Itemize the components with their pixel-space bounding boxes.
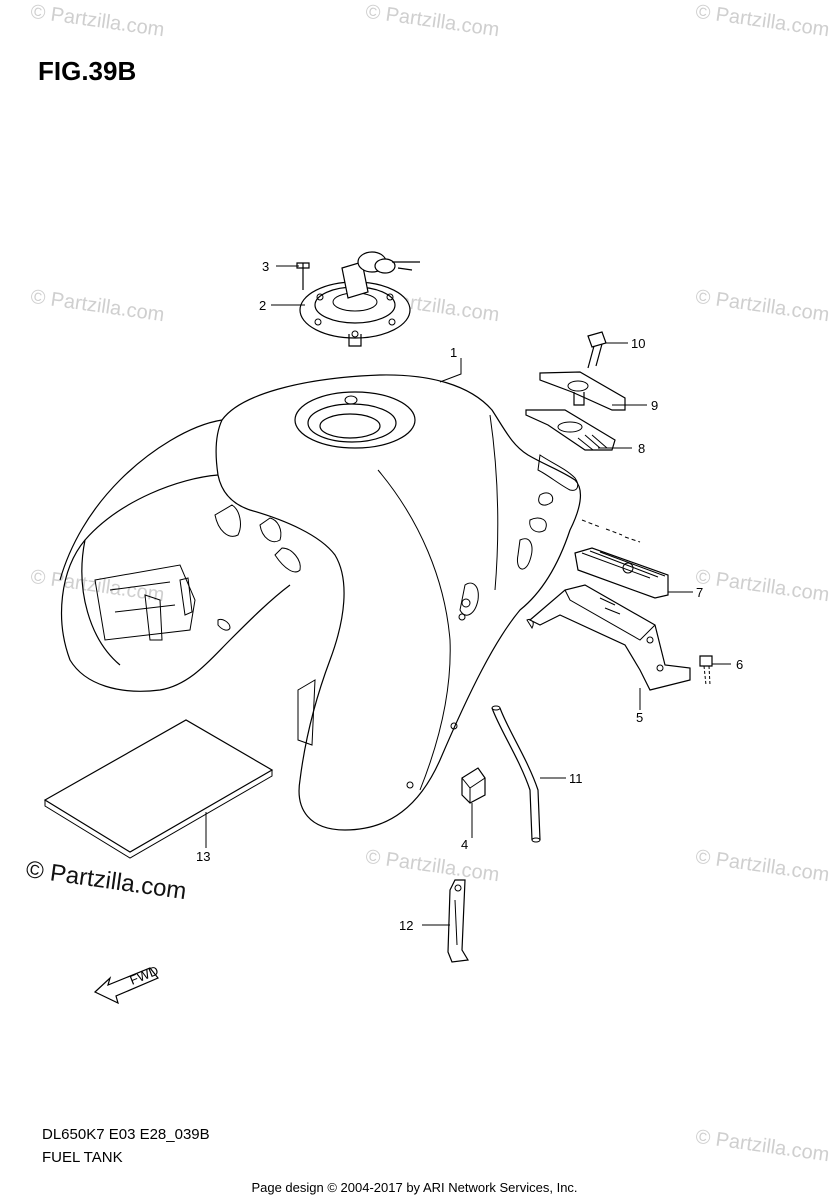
- callout-6: 6: [736, 657, 743, 672]
- strap: [447, 879, 469, 963]
- callout-10: 10: [631, 336, 645, 351]
- callout-7: 7: [696, 585, 703, 600]
- page-footer: Page design © 2004-2017 by ARI Network S…: [251, 1180, 578, 1195]
- forward-direction-arrow: FWD: [93, 963, 161, 1005]
- cushion: [525, 409, 616, 451]
- bolt: [587, 331, 607, 369]
- callout-5: 5: [636, 710, 643, 725]
- breather-hose: [491, 705, 541, 843]
- rubber-mount: [574, 547, 669, 599]
- damper-block: [461, 767, 486, 804]
- tank-bracket: [528, 519, 691, 691]
- protective-sheet: [43, 719, 274, 859]
- fuel-tank: [59, 374, 582, 831]
- callout-4: 4: [461, 837, 468, 852]
- callout-11: 11: [569, 771, 583, 786]
- callout-3: 3: [262, 259, 269, 274]
- figure-caption: FUEL TANK: [42, 1149, 123, 1166]
- callout-9: 9: [651, 398, 658, 413]
- model-code: DL650K7 E03 E28_039B: [42, 1126, 210, 1143]
- fuel-cap-assembly: [296, 251, 420, 347]
- mounting-bolt: [699, 655, 713, 686]
- callout-12: 12: [399, 918, 413, 933]
- callout-13: 13: [196, 849, 210, 864]
- bracket: [539, 371, 626, 411]
- figure-title: FIG.39B: [38, 56, 137, 86]
- leader-lines: [205, 265, 731, 926]
- callout-8: 8: [638, 441, 645, 456]
- callout-2: 2: [259, 298, 266, 313]
- callout-1: 1: [450, 345, 457, 360]
